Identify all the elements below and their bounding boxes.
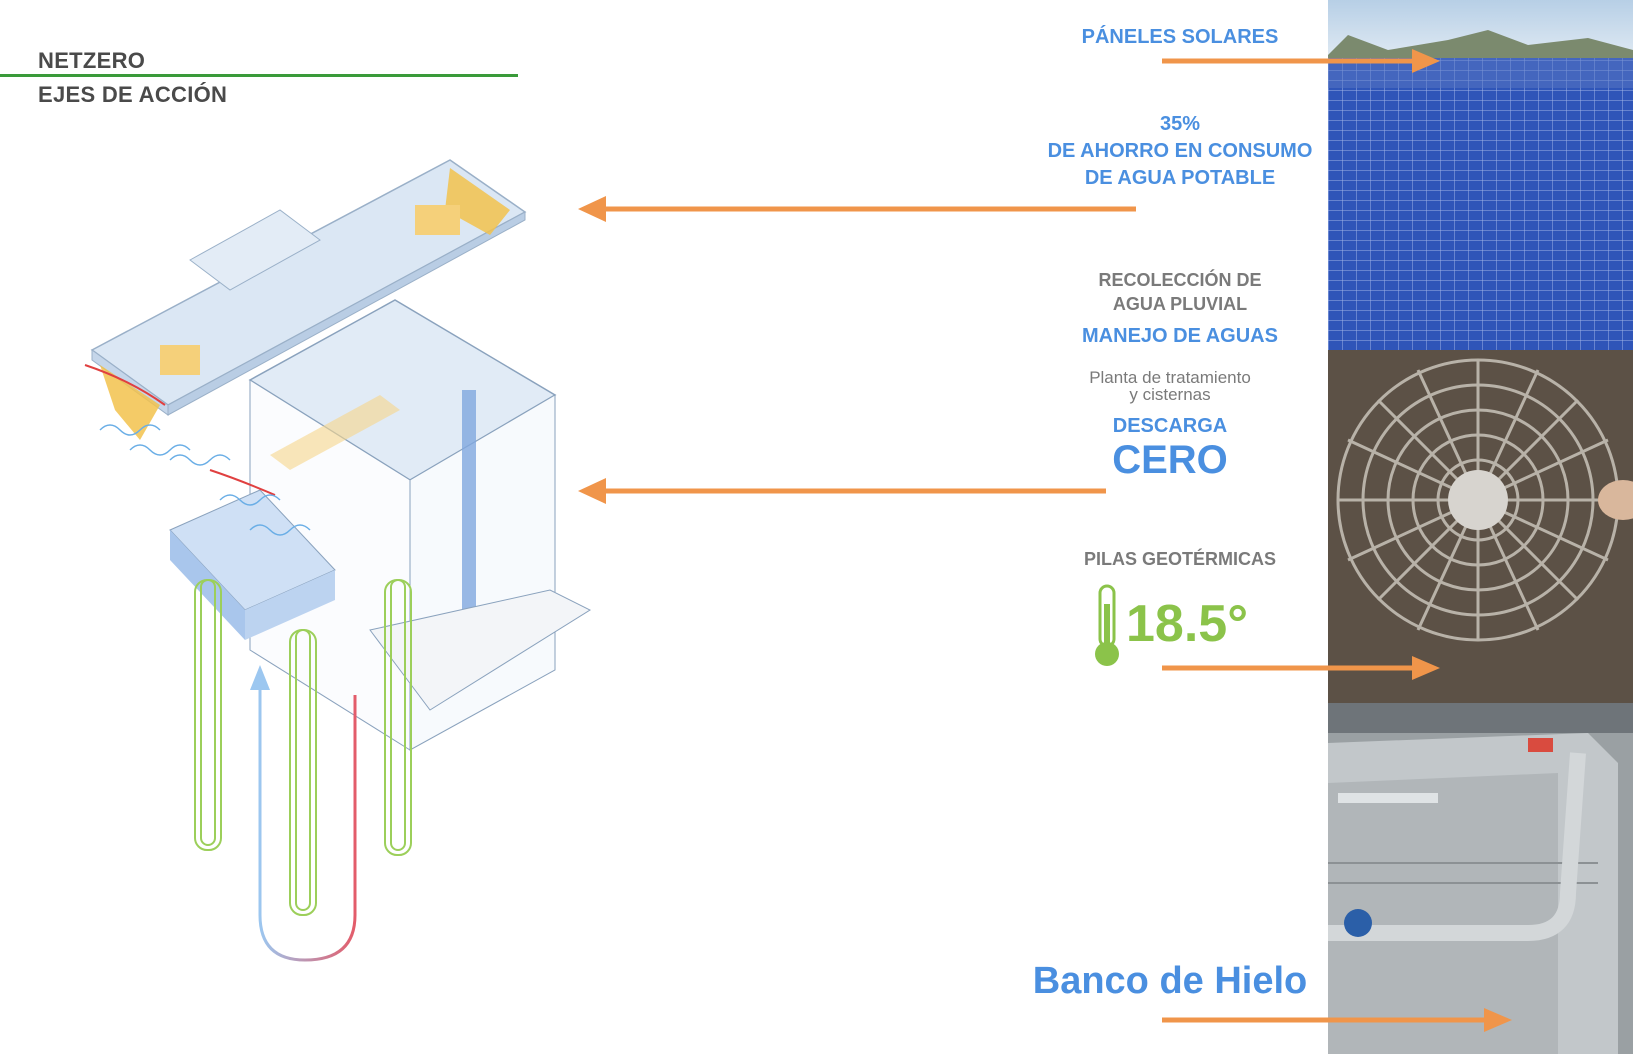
- label-discharge: DESCARGA: [1112, 415, 1228, 437]
- thermometer-icon: [1095, 584, 1119, 666]
- arrow-solar[interactable]: [1162, 49, 1442, 73]
- label-savings-pct: 35%: [1159, 113, 1201, 135]
- geothermal-piles: [194, 579, 412, 916]
- label-plant-line2: y cisternas: [1129, 385, 1211, 404]
- building-diagram: [84, 159, 592, 962]
- geothermal-coil-photo: [1328, 350, 1633, 703]
- label-geothermal: PILAS GEOTÉRMICAS: [1083, 549, 1276, 569]
- cistern-front: [170, 530, 245, 640]
- downpipe: [462, 390, 476, 630]
- rain-line: [84, 364, 276, 496]
- label-ice-bank: Banco de Hielo: [1032, 960, 1308, 1002]
- roof-beam-end: [167, 211, 526, 416]
- header-rule: [0, 74, 518, 77]
- rain-waves: [99, 424, 311, 536]
- left-roof: [189, 209, 321, 291]
- arrow-water[interactable]: [578, 478, 1108, 504]
- label-rain-line1: RECOLECCIÓN DE: [1098, 270, 1262, 290]
- cistern-side: [245, 570, 335, 640]
- header-subtitle: EJES DE ACCIÓN: [38, 82, 228, 107]
- heat-loop-arrow: [250, 665, 270, 690]
- ice-bank-photo: [1328, 703, 1633, 1054]
- gutter-left: [100, 365, 160, 440]
- arrow-geo[interactable]: [1162, 656, 1442, 680]
- label-plant-line1: Planta de tratamiento: [1089, 368, 1251, 387]
- solar-panels-photo: [1328, 0, 1633, 350]
- header-title: NETZERO: [38, 48, 146, 73]
- interior-slab: [270, 395, 400, 470]
- label-zero: CERO: [1112, 438, 1228, 482]
- label-rain-line2: AGUA PLUVIAL: [1112, 294, 1248, 314]
- arrow-roof[interactable]: [578, 196, 1138, 222]
- label-water-management: MANEJO DE AGUAS: [1082, 325, 1278, 347]
- gutter-box-top: [415, 205, 460, 235]
- arrow-ice[interactable]: [1162, 1008, 1514, 1032]
- label-savings-line1: DE AHORRO EN CONSUMO: [1047, 140, 1313, 162]
- gutter-top: [445, 168, 510, 235]
- label-savings-line2: DE AGUA POTABLE: [1084, 167, 1276, 189]
- gutter-box-left: [160, 345, 200, 375]
- heat-loop: [258, 685, 357, 962]
- label-solar-panels: PÁNELES SOLARES: [1081, 26, 1279, 48]
- label-temperature: 18.5°: [1126, 595, 1249, 653]
